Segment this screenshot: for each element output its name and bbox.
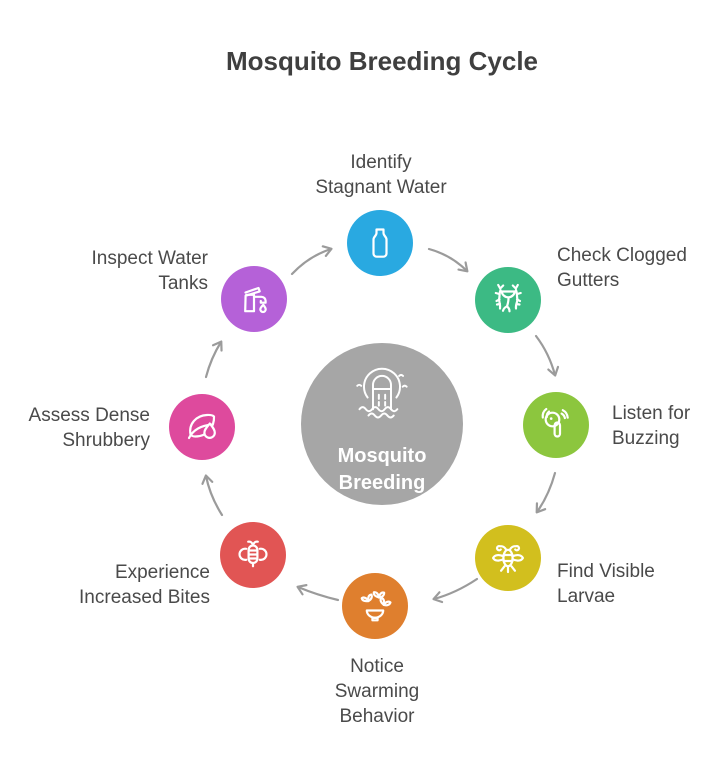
faucet-icon bbox=[244, 286, 267, 314]
flow-arrow-identify-to-gutters bbox=[427, 247, 469, 273]
swarm-bowl-icon bbox=[360, 590, 392, 622]
step-label-find-visible-larvae: Find Visible Larvae bbox=[557, 561, 655, 607]
step-label-assess-dense-shrubbery: Assess Dense Shrubbery bbox=[28, 405, 150, 451]
bee-icon bbox=[238, 540, 268, 568]
flow-arrow-larvae-to-notice bbox=[432, 577, 479, 604]
step-label-inspect-water-tanks: Inspect Water Tanks bbox=[91, 248, 208, 294]
flow-arrow-inspect-to-identify bbox=[290, 245, 333, 276]
page-title: Mosquito Breeding Cycle bbox=[225, 46, 539, 76]
leaf-droplet-icon bbox=[187, 413, 216, 440]
step-circle-check-clogged-gutters bbox=[475, 267, 541, 333]
flow-arrow-buzzing-to-larvae bbox=[535, 471, 557, 514]
center-hub-label: Mosquito Breeding bbox=[337, 445, 427, 494]
step-label-experience-increased-bites: Experience Increased Bites bbox=[79, 562, 210, 608]
step-circle-identify-stagnant-water bbox=[347, 210, 413, 276]
roots-icon bbox=[494, 283, 522, 313]
larvae-insect-icon bbox=[492, 545, 524, 574]
flow-arrow-bites-to-shrubbery bbox=[201, 474, 224, 517]
step-circle-experience-increased-bites bbox=[220, 522, 286, 588]
flow-arrow-shrubbery-to-inspect bbox=[204, 340, 223, 379]
flow-arrow-notice-to-bites bbox=[296, 584, 340, 602]
center-hub-circle: Mosquito Breeding bbox=[301, 343, 463, 505]
step-circle-notice-swarming-behavior bbox=[342, 573, 408, 639]
step-label-check-clogged-gutters: Check Clogged Gutters bbox=[557, 245, 687, 291]
bottle-icon bbox=[372, 228, 388, 258]
earbud-icon bbox=[541, 407, 569, 438]
step-label-notice-swarming-behavior: Notice Swarming Behavior bbox=[334, 656, 420, 727]
step-label-listen-for-buzzing: Listen for Buzzing bbox=[612, 403, 691, 449]
step-circle-assess-dense-shrubbery bbox=[169, 394, 235, 460]
step-circle-inspect-water-tanks bbox=[221, 266, 287, 332]
water-tank-icon bbox=[356, 367, 408, 419]
step-label-identify-stagnant-water: Identify Stagnant Water bbox=[315, 152, 447, 198]
flow-arrow-gutters-to-buzzing bbox=[534, 334, 560, 377]
step-circle-find-visible-larvae bbox=[475, 525, 541, 591]
step-circle-listen-for-buzzing bbox=[523, 392, 589, 458]
